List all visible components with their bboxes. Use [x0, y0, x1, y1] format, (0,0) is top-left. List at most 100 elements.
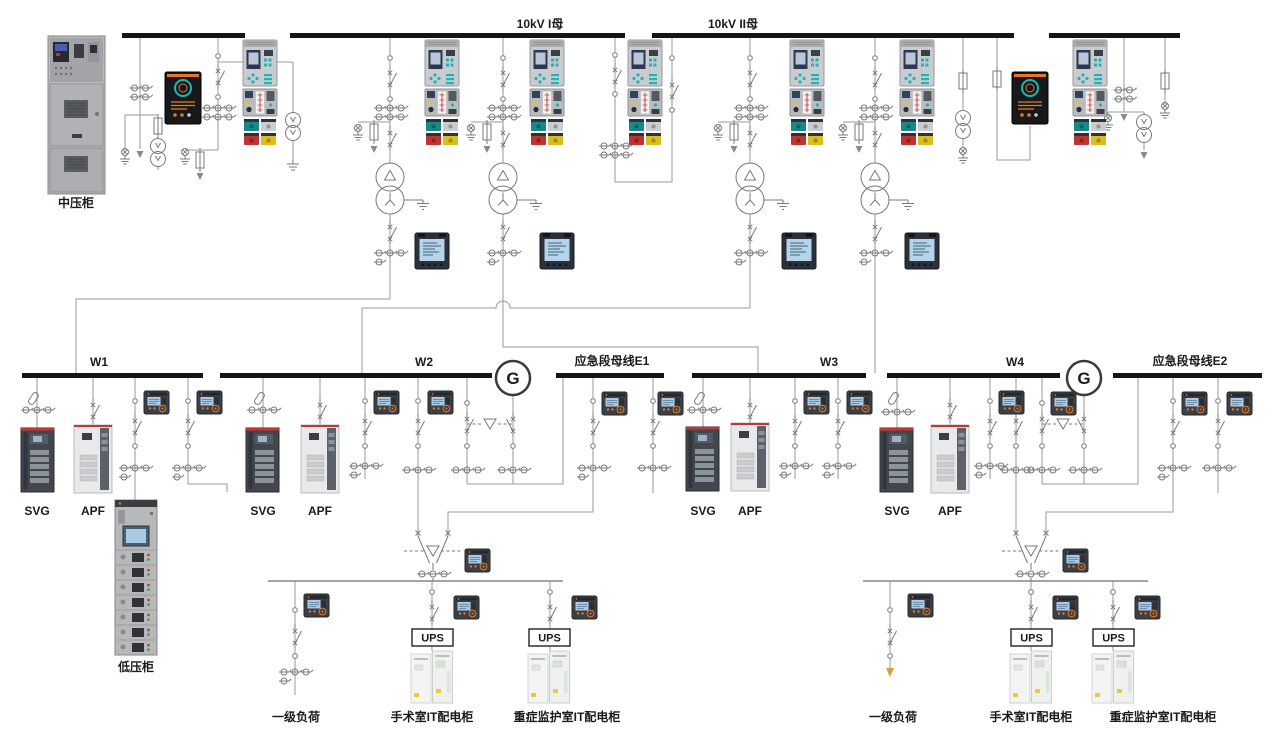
ct-icon — [497, 467, 531, 473]
contact-icon — [1081, 443, 1087, 449]
ct-icon — [21, 407, 55, 413]
ct-icon — [1114, 87, 1137, 102]
isolator-icon — [886, 390, 901, 407]
contact-icon — [590, 398, 596, 404]
switch-icon — [415, 413, 425, 439]
bus-incoming-left — [122, 33, 245, 38]
protection-relay-stack-icon — [530, 40, 564, 145]
energy-meter-icon — [427, 390, 454, 415]
bus-w2 — [220, 373, 492, 378]
ct-icon — [119, 465, 153, 480]
bus-e1 — [556, 373, 664, 378]
arrow-terminal-icon — [730, 145, 738, 154]
ct-icon — [374, 105, 408, 120]
ct-icon — [487, 105, 521, 120]
bus-10kv-1-label: 10kV I母 — [517, 17, 564, 31]
contact-icon — [872, 55, 878, 61]
earth-icon — [352, 124, 364, 141]
ct-icon — [374, 250, 408, 265]
ct-icon — [130, 85, 153, 100]
apf-cabinet-image — [730, 422, 770, 492]
contact-icon — [415, 398, 421, 404]
interlock-triangle-icon — [483, 418, 497, 430]
bus-10kv-1 — [290, 33, 625, 38]
energy-meter-icon — [846, 390, 873, 415]
ct-icon — [577, 465, 611, 480]
switch-icon — [185, 413, 195, 439]
arrow-terminal-icon — [1120, 113, 1128, 122]
contact-icon — [1039, 443, 1045, 449]
it-distribution-cabinet-image — [1091, 650, 1134, 704]
switch-icon — [132, 413, 142, 439]
mv-cabinet-label: 中压柜 — [58, 195, 94, 210]
ct-icon — [599, 143, 633, 158]
contact-icon — [1028, 589, 1034, 595]
ups-box: UPS — [1092, 628, 1135, 647]
generator-label: G — [1077, 369, 1090, 388]
bus-w1-label: W1 — [90, 355, 108, 369]
contact-icon — [590, 443, 596, 449]
protection-relay-stack-icon — [1073, 40, 1107, 145]
icu-load-label: 重症监护室IT配电柜 — [514, 709, 621, 724]
contact-icon — [185, 398, 191, 404]
isolator-icon — [26, 390, 41, 407]
contact-icon — [612, 52, 618, 58]
bus-w3-label: W3 — [820, 355, 838, 369]
generator-right: G — [1065, 359, 1103, 397]
energy-meter-icon — [601, 391, 628, 416]
energy-meter-icon — [303, 593, 330, 618]
fuse-icon — [153, 113, 163, 139]
switch-icon — [747, 397, 757, 423]
interlock-triangle-icon — [426, 545, 440, 557]
contact-icon — [887, 653, 893, 659]
ats-switch-left — [415, 530, 451, 581]
ct-icon — [881, 409, 915, 415]
contact-icon — [747, 96, 753, 102]
contact-icon — [1170, 398, 1176, 404]
protection-device-icon — [1011, 71, 1049, 125]
apf-cabinet-image — [930, 424, 970, 494]
ct-icon — [172, 465, 206, 480]
energy-meter-icon — [907, 593, 934, 618]
bus-e1-label: 应急段母线E1 — [575, 353, 650, 368]
it-distribution-cabinet-image — [1009, 650, 1052, 704]
switch-icon — [947, 397, 957, 423]
lv-cabinet-label: 低压柜 — [117, 659, 154, 674]
fuse-icon — [369, 119, 379, 145]
contact-icon — [292, 653, 298, 659]
contact-icon — [650, 443, 656, 449]
load-arrow-icon — [885, 667, 895, 678]
energy-meter-icon — [803, 390, 830, 415]
switch-icon — [747, 219, 757, 245]
contact-icon — [1039, 400, 1045, 406]
switch-icon — [387, 65, 397, 91]
earth-icon — [1159, 102, 1171, 119]
switch-icon — [590, 413, 600, 439]
mv-cabinet-image — [47, 35, 106, 195]
energy-meter-icon — [1181, 391, 1208, 416]
switch-icon — [387, 125, 397, 151]
energy-meter-icon — [657, 391, 684, 416]
switch-icon — [669, 77, 679, 103]
ct-icon — [859, 105, 893, 120]
energy-meter-icon — [571, 595, 598, 620]
switch-icon — [362, 413, 372, 439]
switch-icon — [872, 125, 882, 151]
contact-icon — [887, 607, 893, 613]
contact-icon — [500, 55, 506, 61]
contact-icon — [387, 96, 393, 102]
voltage-transformer-icon — [285, 112, 301, 141]
contact-icon — [132, 443, 138, 449]
contact-icon — [215, 53, 221, 59]
switch-icon — [1013, 413, 1023, 439]
ups-label: UPS — [538, 633, 561, 645]
ups-box: UPS — [1010, 628, 1053, 647]
svg-label: SVG — [250, 504, 275, 518]
svg-cabinet-image — [685, 426, 720, 492]
switch-icon — [90, 397, 100, 423]
voltage-transformer-icon — [1136, 114, 1152, 143]
earth-icon — [179, 148, 191, 165]
protection-relay-stack-icon — [628, 40, 662, 145]
ats-switch-right — [1013, 530, 1049, 581]
arrow-terminal-icon — [196, 172, 204, 181]
